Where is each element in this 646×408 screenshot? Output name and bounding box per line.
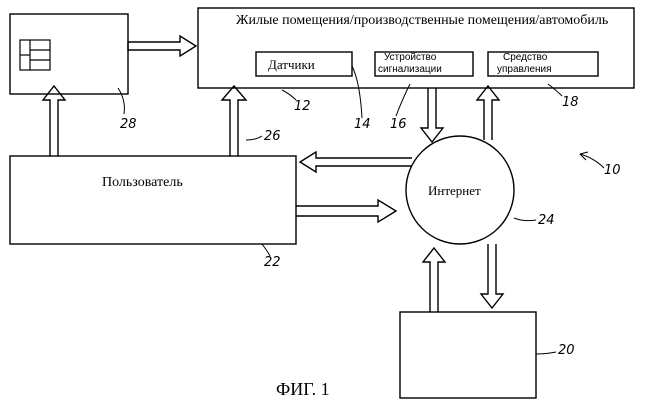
- arrow-premises-to-internet: [421, 88, 443, 142]
- leader-28: [118, 88, 124, 114]
- ref-26: 26: [264, 130, 281, 143]
- arrow-user-to-premises: [222, 86, 246, 156]
- user-label: Пользователь: [102, 176, 183, 190]
- leader-16: [396, 84, 410, 116]
- arrow-server-to-internet: [423, 248, 445, 312]
- ref-24: 24: [538, 214, 555, 227]
- ref-20: 20: [558, 344, 575, 357]
- server-box: [400, 312, 536, 398]
- alarm-label-line2: сигнализации: [378, 65, 442, 75]
- ref-28: 28: [120, 118, 137, 131]
- leader-18: [548, 84, 562, 96]
- premises-label: Жилые помещения/производственные помещен…: [236, 14, 608, 28]
- control-label-line1: Средство: [503, 53, 547, 63]
- arrow-internet-to-premises: [477, 86, 499, 140]
- ref-22: 22: [264, 256, 281, 269]
- leader-24: [514, 218, 536, 221]
- ref-16: 16: [390, 118, 407, 131]
- monitor-box: [10, 14, 128, 94]
- leader-26: [246, 136, 262, 140]
- ref-12: 12: [294, 100, 311, 113]
- internet-label: Интернет: [428, 184, 481, 197]
- ref-10: 10: [604, 164, 621, 177]
- ref-18: 18: [562, 96, 579, 109]
- ref-14: 14: [354, 118, 371, 131]
- figure-caption: ФИГ. 1: [276, 380, 330, 398]
- sensors-label: Датчики: [268, 58, 315, 71]
- leader-20: [536, 352, 556, 354]
- arrow-internet-to-server: [481, 244, 503, 308]
- leader-14: [352, 66, 362, 118]
- arrow-user-to-internet: [296, 200, 396, 222]
- user-box: [10, 156, 296, 244]
- arrow-internet-to-user: [300, 152, 412, 172]
- arrow-user-to-monitor: [43, 86, 65, 156]
- monitor-screen-icon: [20, 40, 50, 70]
- control-label-line2: управления: [497, 65, 552, 75]
- arrow-monitor-to-premises: [128, 36, 196, 56]
- alarm-label-line1: Устройство: [384, 53, 436, 63]
- leader-10: [580, 154, 604, 168]
